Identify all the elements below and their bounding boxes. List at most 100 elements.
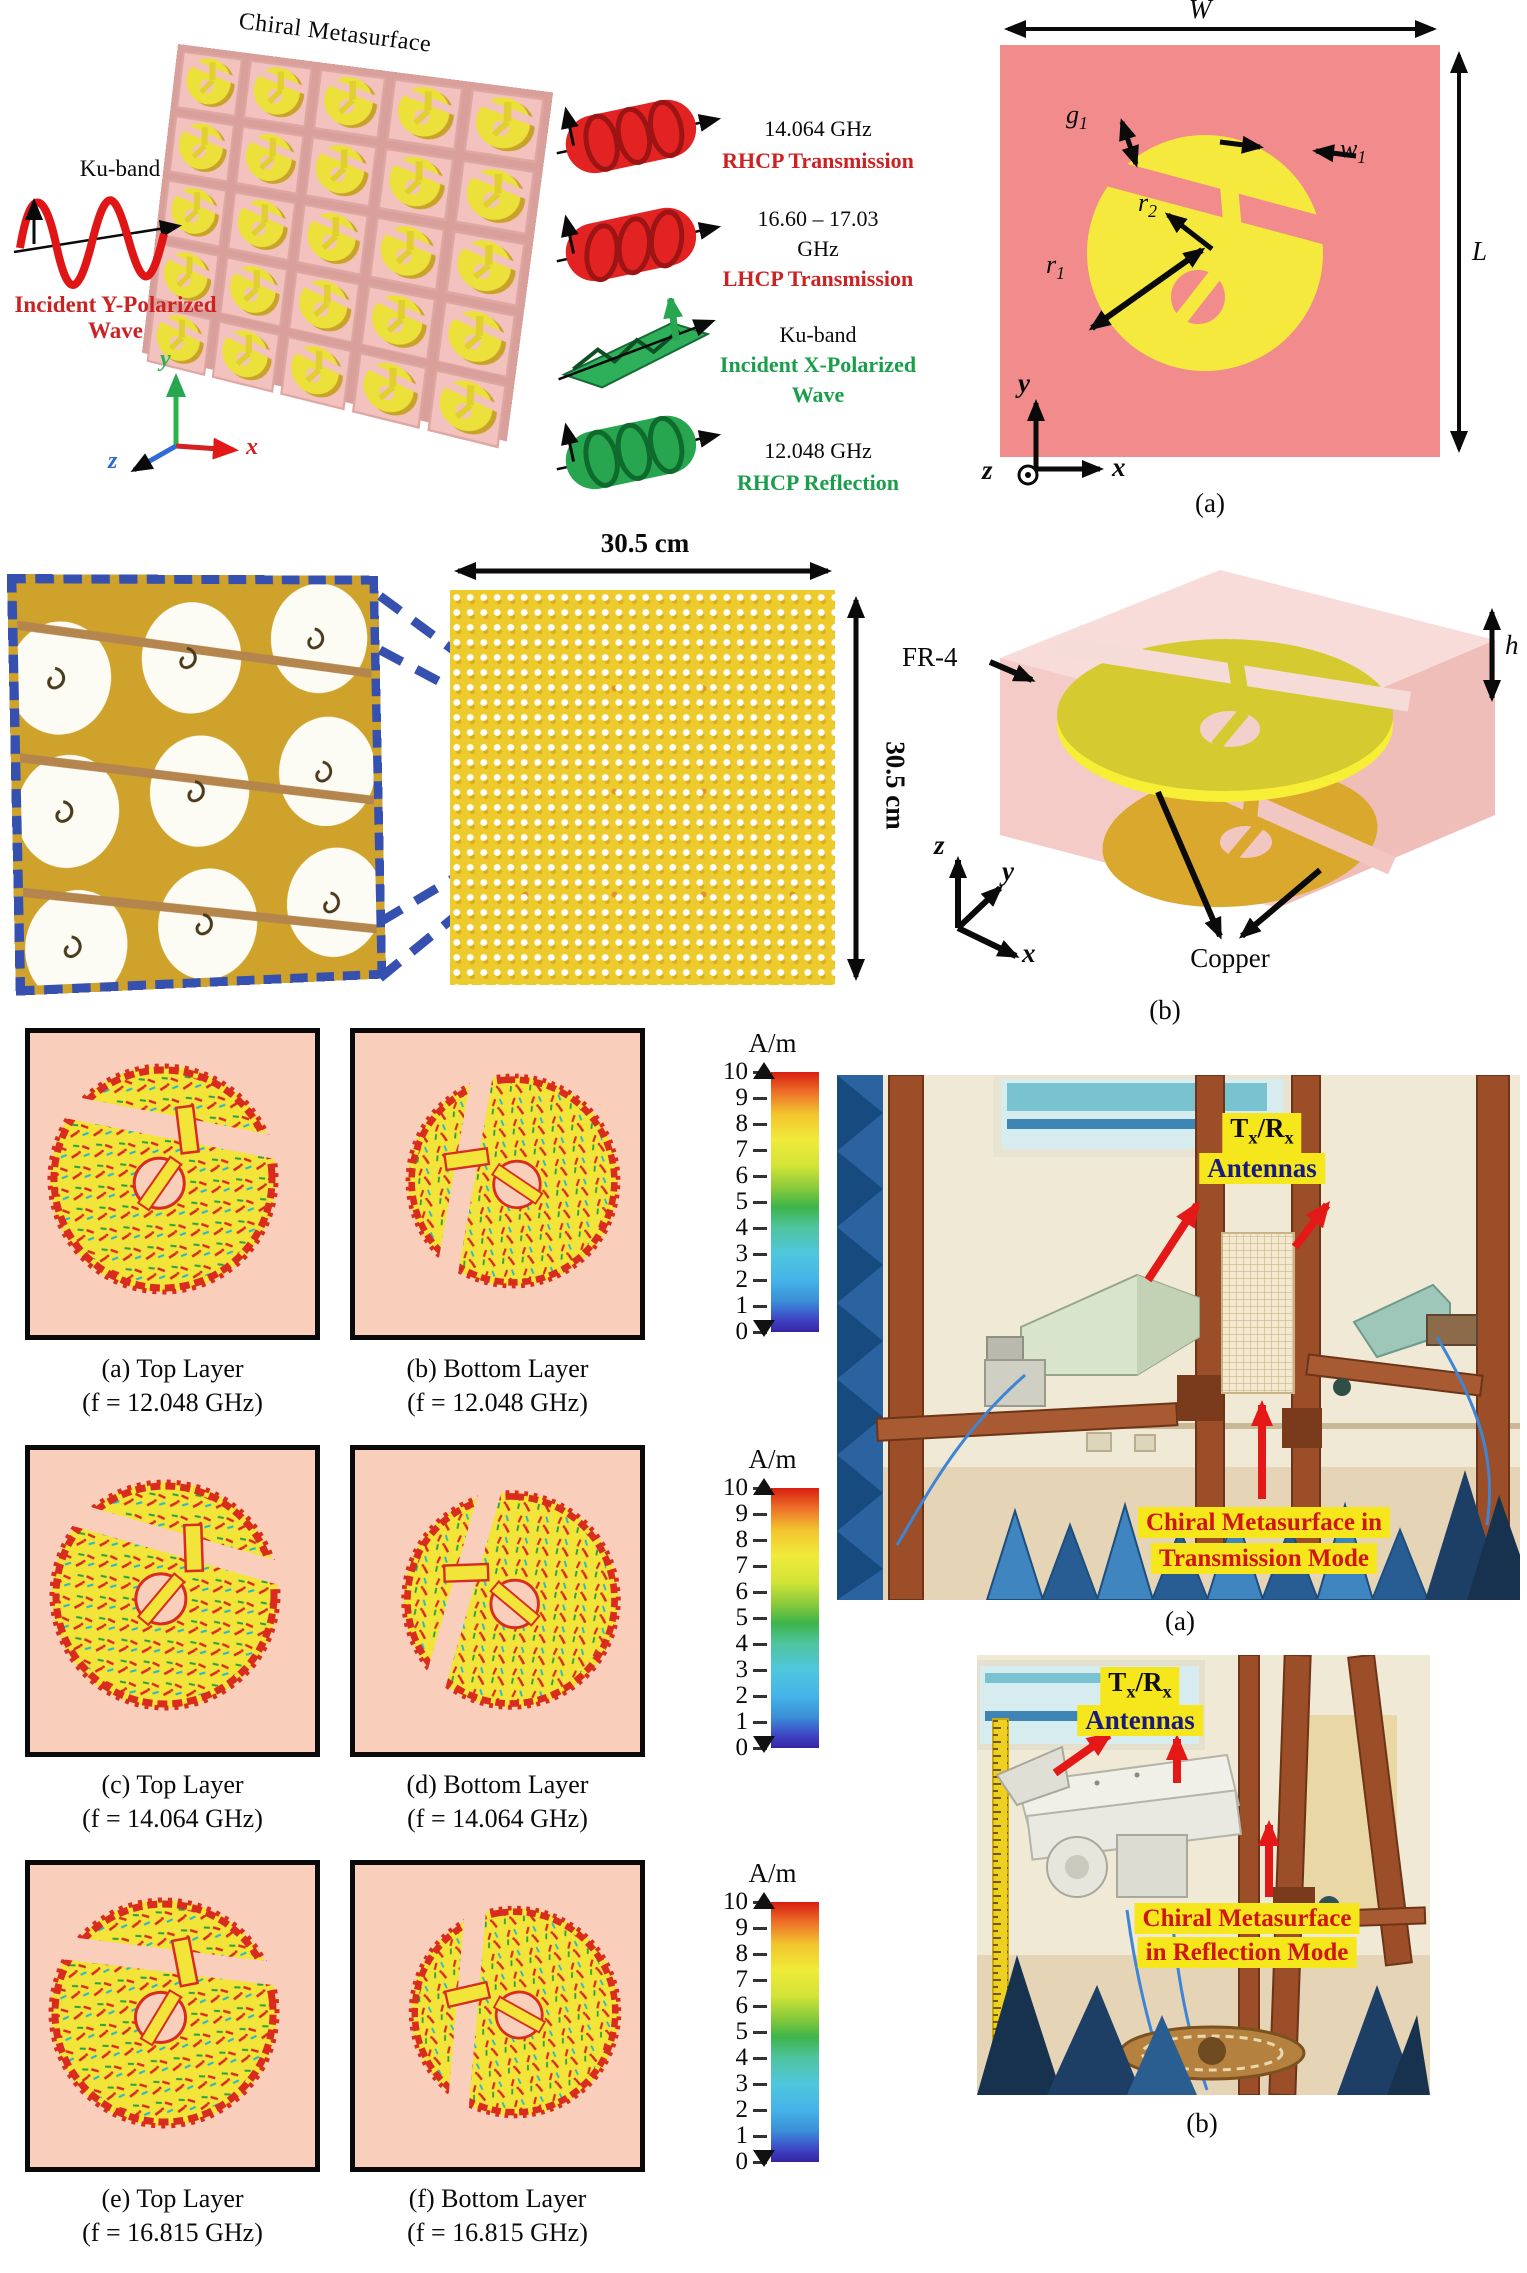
metasurface-unit-cell: [377, 147, 455, 221]
fabricated-zoom-panel: [0, 570, 440, 1020]
metasurface-unit-cell: [436, 299, 517, 378]
current-caption-c: (c) Top Layer(f = 14.064 GHz): [82, 1770, 263, 1833]
fabricated-board: [450, 590, 835, 985]
colorbar-tick: 6: [736, 1163, 767, 1188]
colorbar-tick: 1: [736, 2123, 767, 2148]
current-caption-b: (b) Bottom Layer(f = 12.048 GHz): [406, 1354, 589, 1417]
metasurface-unit-cell: [242, 59, 313, 128]
metasurface-mode-label-b2: in Reflection Mode: [1137, 1937, 1357, 1968]
colorbar-tick: 2: [736, 1267, 767, 1292]
colorbar-tick: 2: [736, 1683, 767, 1708]
metasurface-unit-cell: [280, 336, 352, 411]
length-label: L: [1472, 236, 1488, 266]
colorbar-down-arrow-icon: [753, 1320, 775, 1337]
incident-y-label: Incident Y-Polarized Wave: [14, 292, 217, 343]
colorbar-tick: 1: [736, 1709, 767, 1734]
g1-arrow: [1119, 118, 1139, 168]
output4-desc: RHCP Reflection: [737, 470, 899, 495]
colorbar-gradient: [771, 1488, 819, 1748]
colorbar-tick: 9: [736, 1501, 767, 1526]
colorbar-tick: 9: [736, 1085, 767, 1110]
unit-front-caption: (a): [1195, 488, 1225, 518]
board-width-arrow: [454, 562, 832, 580]
colorbar-up-arrow-icon: [753, 1478, 775, 1495]
colorbar-tick: 7: [736, 1137, 767, 1162]
output3-desc: Incident X-Polarized: [719, 352, 917, 377]
colorbar-tick: 3: [736, 1241, 767, 1266]
w1-label: w1: [1340, 134, 1367, 168]
colorbar-tick: 2: [736, 2097, 767, 2122]
current-caption-e: (e) Top Layer(f = 16.815 GHz): [82, 2184, 263, 2247]
output3-desc2: Wave: [791, 382, 845, 407]
metasurface-unit-cell: [454, 159, 536, 236]
metasurface-unit-cell: [351, 352, 428, 430]
h-label: h: [1505, 630, 1519, 660]
output1-freq: 14.064 GHz: [764, 116, 872, 141]
rhcp-transmission-icon: [556, 99, 722, 174]
metasurface-unit-cell: [463, 88, 545, 163]
colorbar-down-arrow-icon: [753, 1736, 775, 1753]
r1-label: r1: [1046, 250, 1065, 284]
width-arrow: [1004, 20, 1437, 38]
colorbar-tick: 5: [736, 1605, 767, 1630]
txrx-label-b: Tx/Rx: [1100, 1667, 1180, 1708]
current-caption-f: (f) Bottom Layer(f = 16.815 GHz): [407, 2184, 588, 2247]
kuband-label: Ku-band: [79, 156, 161, 181]
fabricated-zoom-pattern: [0, 570, 440, 1020]
metasurface-unit-cell: [386, 78, 464, 151]
current-caption-d: (d) Bottom Layer(f = 14.064 GHz): [406, 1770, 589, 1833]
antennas-label-b: Antennas: [1077, 1705, 1203, 1736]
board-height-arrow: [847, 596, 865, 981]
r2-arrow: [1164, 212, 1214, 251]
colorbar-tick: 8: [736, 1527, 767, 1552]
unit-front-figure: W L g1 w1 r2 r1 y x z (a): [960, 0, 1527, 530]
output1-desc: RHCP Transmission: [722, 148, 914, 173]
concept-axis-x: x: [246, 434, 258, 460]
colorbar-tick: 5: [736, 2019, 767, 2044]
unit-front-axis-z: z: [982, 455, 993, 485]
setup-photo-transmission: Tx/Rx Antennas Chiral Metasurface in Tra…: [837, 1075, 1520, 1600]
board-height-label: 30.5 cm: [880, 741, 911, 830]
colorbar-tick: 5: [736, 1189, 767, 1214]
output2-desc: LHCP Transmission: [722, 266, 914, 291]
length-arrow: [1450, 51, 1468, 453]
colorbar-down-arrow-icon: [753, 2150, 775, 2167]
copper-label: Copper: [1190, 943, 1270, 973]
colorbar-unit: A/m: [748, 1858, 797, 1888]
output3-band: Ku-band: [779, 322, 857, 347]
metasurface-mode-label-b1: Chiral Metasurface: [1134, 1903, 1360, 1934]
metasurface-unit-cell: [235, 125, 305, 195]
colorbar-tick: 4: [736, 2045, 767, 2070]
width-label: W: [1188, 0, 1212, 24]
metasurface-unit-cell: [288, 269, 361, 344]
metasurface-unit-cell: [360, 284, 437, 361]
unit-3d-figure: [949, 570, 1501, 959]
colorbar-unit: A/m: [748, 1028, 797, 1058]
board-width-label: 30.5 cm: [600, 528, 690, 558]
concept-figure: Chiral Metasurface Ku-band Incident Y-Po…: [0, 0, 990, 520]
unit-front-axis-y: y: [1018, 368, 1030, 398]
output2-freq: 16.60 – 17.03: [757, 206, 879, 231]
current-panel-d: [350, 1445, 645, 1757]
metasurface-unit-cell: [296, 203, 370, 276]
metasurface-unit-cell: [445, 229, 526, 307]
concept-axes-icon: [130, 373, 239, 473]
setup-caption-b: (b): [1186, 2108, 1218, 2138]
metasurface-unit-cell: [427, 369, 507, 449]
concept-axis-y: y: [160, 346, 171, 372]
unit-3d-axis-z: z: [934, 830, 945, 860]
current-panel-c: [25, 1445, 320, 1757]
colorbar-tick: 3: [736, 2071, 767, 2096]
metasurface-unit-cell: [304, 136, 378, 208]
colorbar-tick: 4: [736, 1215, 767, 1240]
unit-3d-axis-y: y: [1002, 856, 1014, 886]
setup-photo-reflection: Tx/Rx Antennas Chiral Metasurface in Ref…: [977, 1655, 1430, 2095]
colorbar-gradient: [771, 1072, 819, 1332]
g1-label: g1: [1066, 100, 1088, 134]
incident-x-icon: [558, 298, 716, 389]
metasurface-unit-cell: [176, 50, 243, 118]
metasurface-unit-cell: [368, 216, 446, 291]
